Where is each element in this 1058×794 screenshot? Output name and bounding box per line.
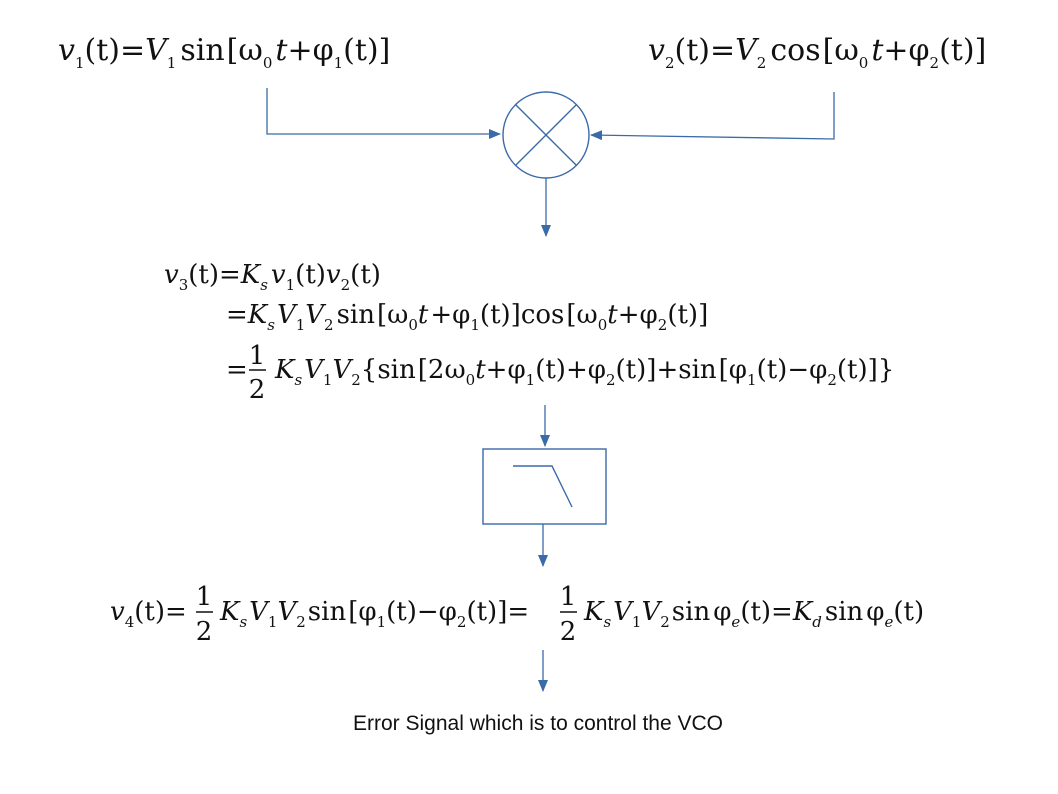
error-signal-caption: Error Signal which is to control the VCO bbox=[353, 712, 723, 735]
lowpass-filter-icon bbox=[482, 448, 607, 525]
fraction-one-half-second: 1 2 bbox=[560, 582, 577, 647]
fraction-one-half-first: 1 2 bbox=[196, 582, 213, 647]
svg-text:2: 2 bbox=[249, 375, 266, 405]
svg-text:2: 2 bbox=[560, 617, 577, 647]
v2-connector bbox=[590, 92, 835, 141]
equation-v3-line3: KsV1V2{sin[2ω0t+φ1(t)+φ2(t)]+sin[φ1(t)−φ… bbox=[274, 355, 894, 389]
svg-text:v4(t)=: v4(t)= bbox=[110, 597, 187, 631]
svg-text:1: 1 bbox=[249, 341, 266, 371]
svg-text:1: 1 bbox=[196, 582, 213, 612]
svg-text:KsV1V2sin[φ1(t)−φ2(t)]=: KsV1V2sin[φ1(t)−φ2(t)]= bbox=[219, 597, 529, 631]
svg-text:2: 2 bbox=[196, 617, 213, 647]
svg-text:1: 1 bbox=[560, 582, 577, 612]
v1-connector bbox=[266, 88, 501, 139]
fraction-one-half: 1 2 bbox=[249, 341, 266, 405]
mixer-multiplier-icon bbox=[502, 91, 590, 179]
equation-v3-line3-eq: = bbox=[226, 355, 248, 385]
equation-v4: v4(t)= 1 2 KsV1V2sin[φ1(t)−φ2(t)]= 1 2 K… bbox=[110, 582, 924, 647]
